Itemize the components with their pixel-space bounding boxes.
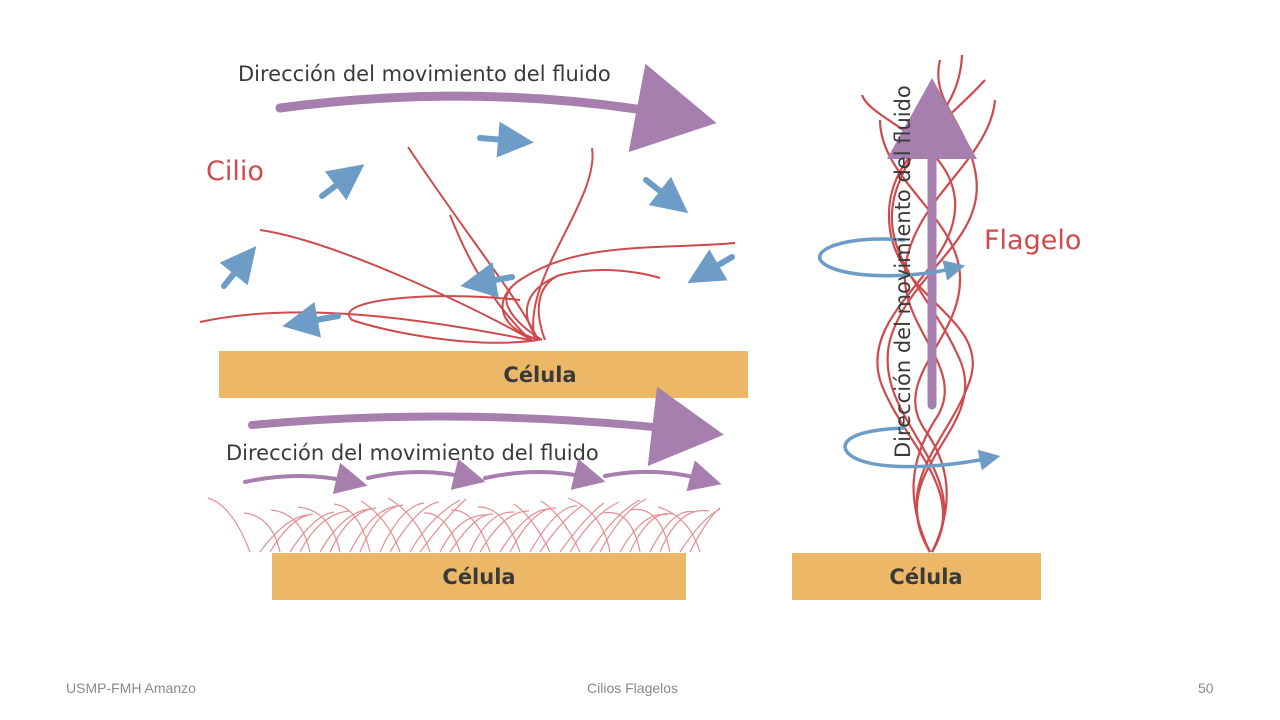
cilium-stroke bbox=[270, 509, 311, 553]
fluid-direction-arrow-top bbox=[275, 63, 717, 153]
cilium-stroke bbox=[657, 506, 701, 553]
cilium-stroke bbox=[449, 513, 494, 553]
cilium-stroke bbox=[207, 497, 251, 553]
cilium-stroke bbox=[689, 507, 721, 553]
cilium-stroke bbox=[569, 501, 620, 553]
cilium-stroke bbox=[629, 512, 674, 553]
cilium-stroke bbox=[603, 511, 641, 553]
cilium-stroke bbox=[469, 511, 515, 553]
cilium-stroke bbox=[349, 505, 398, 553]
footer-page-number: 50 bbox=[1198, 680, 1214, 696]
cilium-stroke bbox=[509, 507, 557, 553]
cilium-stroke bbox=[539, 504, 584, 553]
cilium-stroke bbox=[450, 509, 491, 553]
cilium-stroke bbox=[589, 499, 641, 553]
small-fluid-arrows bbox=[243, 458, 722, 494]
cilium-stroke bbox=[319, 508, 371, 553]
cilium-stroke bbox=[299, 510, 350, 553]
cilium-stroke bbox=[599, 498, 647, 553]
cilium-stroke bbox=[559, 502, 605, 553]
cilium-stroke bbox=[360, 500, 401, 553]
cilium-stroke bbox=[269, 513, 314, 553]
cilium-stroke bbox=[333, 503, 371, 553]
cilium-stroke bbox=[439, 514, 488, 553]
flagelo-label: Flagelo bbox=[984, 225, 1081, 256]
cilium-stroke bbox=[659, 509, 710, 553]
cell-label-flagelo: Célula bbox=[889, 565, 962, 589]
cilium-stroke bbox=[419, 498, 467, 553]
cilia-field-panel: Dirección del movimiento del fluido Célu… bbox=[207, 386, 724, 600]
cilium-stroke bbox=[630, 508, 671, 553]
fluid-direction-label-top: Dirección del movimiento del fluido bbox=[238, 62, 611, 86]
cell-label-cilio: Célula bbox=[503, 363, 576, 387]
fluid-direction-arrow-bottom bbox=[248, 386, 724, 467]
cell-block-flagelo bbox=[792, 553, 1041, 600]
cilium-stroke bbox=[513, 503, 551, 553]
cilium-stroke bbox=[529, 505, 578, 553]
cilio-label: Cilio bbox=[206, 156, 264, 187]
cilium-stroke bbox=[477, 506, 521, 553]
cilio-panel: Dirección del movimiento del fluido Cili… bbox=[199, 62, 748, 398]
cilium-stroke bbox=[243, 512, 281, 553]
cilia-field-strokes bbox=[207, 497, 721, 553]
fluid-direction-label-bottom: Dirección del movimiento del fluido bbox=[226, 441, 599, 465]
cell-label-field: Célula bbox=[442, 565, 515, 589]
cilium-strokes bbox=[199, 146, 736, 344]
flagelo-panel: Dirección del movimiento del fluido Flag… bbox=[792, 54, 1081, 600]
cell-block-field bbox=[272, 553, 686, 600]
footer-author: USMP-FMH Amanzo bbox=[66, 680, 196, 696]
cilium-stroke bbox=[379, 502, 425, 553]
cilium-stroke bbox=[297, 506, 341, 553]
cilium-stroke bbox=[259, 514, 308, 553]
cilium-stroke bbox=[540, 500, 581, 553]
cilium-stroke bbox=[649, 510, 695, 553]
cilium-stroke bbox=[359, 504, 404, 553]
fluid-direction-label-vertical: Dirección del movimiento del fluido bbox=[891, 85, 915, 458]
rotation-arrows bbox=[818, 237, 1001, 471]
cilium-stroke bbox=[289, 511, 335, 553]
cilium-stroke bbox=[409, 499, 461, 553]
flow-arrows-cilio bbox=[219, 121, 735, 338]
cilium-stroke bbox=[423, 512, 461, 553]
cilium-stroke bbox=[389, 501, 440, 553]
cilium-stroke bbox=[499, 508, 551, 553]
cilium-stroke bbox=[387, 497, 431, 553]
cilium-stroke bbox=[567, 497, 611, 553]
footer-title: Cilios Flagelos bbox=[587, 680, 679, 696]
cell-block-cilio bbox=[219, 351, 748, 398]
